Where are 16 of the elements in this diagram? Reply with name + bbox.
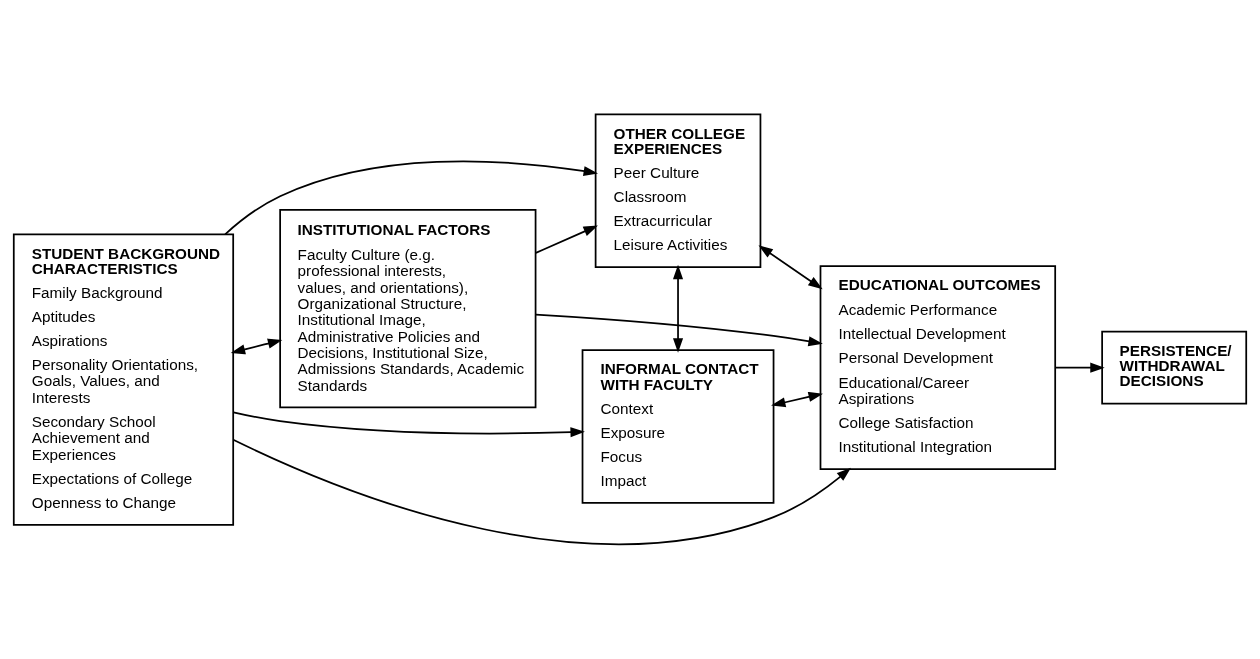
arrow xyxy=(230,338,283,355)
arrow xyxy=(672,264,684,353)
node-box: OTHER COLLEGE EXPERIENCES Peer Culture Classroom Extracurricular Leisure Activities xyxy=(594,113,762,269)
arrow xyxy=(758,245,823,290)
arrow xyxy=(232,438,851,545)
arrow xyxy=(535,313,823,347)
node-box: INSTITUTIONAL FACTORS Faculty Culture (e.g. professional interests, values, and orientations), Organizational Structure, Institutional Image, Administrative Policies and Decisions, Institutional Size, Admissions Standards, Academic Standards xyxy=(279,209,537,409)
node-box: PERSISTENCE/ WITHDRAWAL DECISIONS xyxy=(1101,330,1248,405)
arrow xyxy=(1054,362,1105,373)
node-box: EDUCATIONAL OUTCOMES Academic Performance Intellectual Development Personal Development Educational/Career Aspirations College Satisfaction Institutional Integration xyxy=(819,265,1057,471)
node-box: INFORMAL CONTACT WITH FACULTY Context Exposure Focus Impact xyxy=(581,349,775,504)
node-box: STUDENT BACKGROUND CHARACTERISTICS Family Background Aptitudes Aspirations Personality Orientations, Goals, Values, and Interests Secondary School Achievement and Experiences Expectations of College Openness to Change xyxy=(12,233,235,526)
arrow xyxy=(224,160,599,236)
arrow xyxy=(535,225,598,254)
arrow xyxy=(771,391,823,408)
arrow xyxy=(232,411,585,438)
